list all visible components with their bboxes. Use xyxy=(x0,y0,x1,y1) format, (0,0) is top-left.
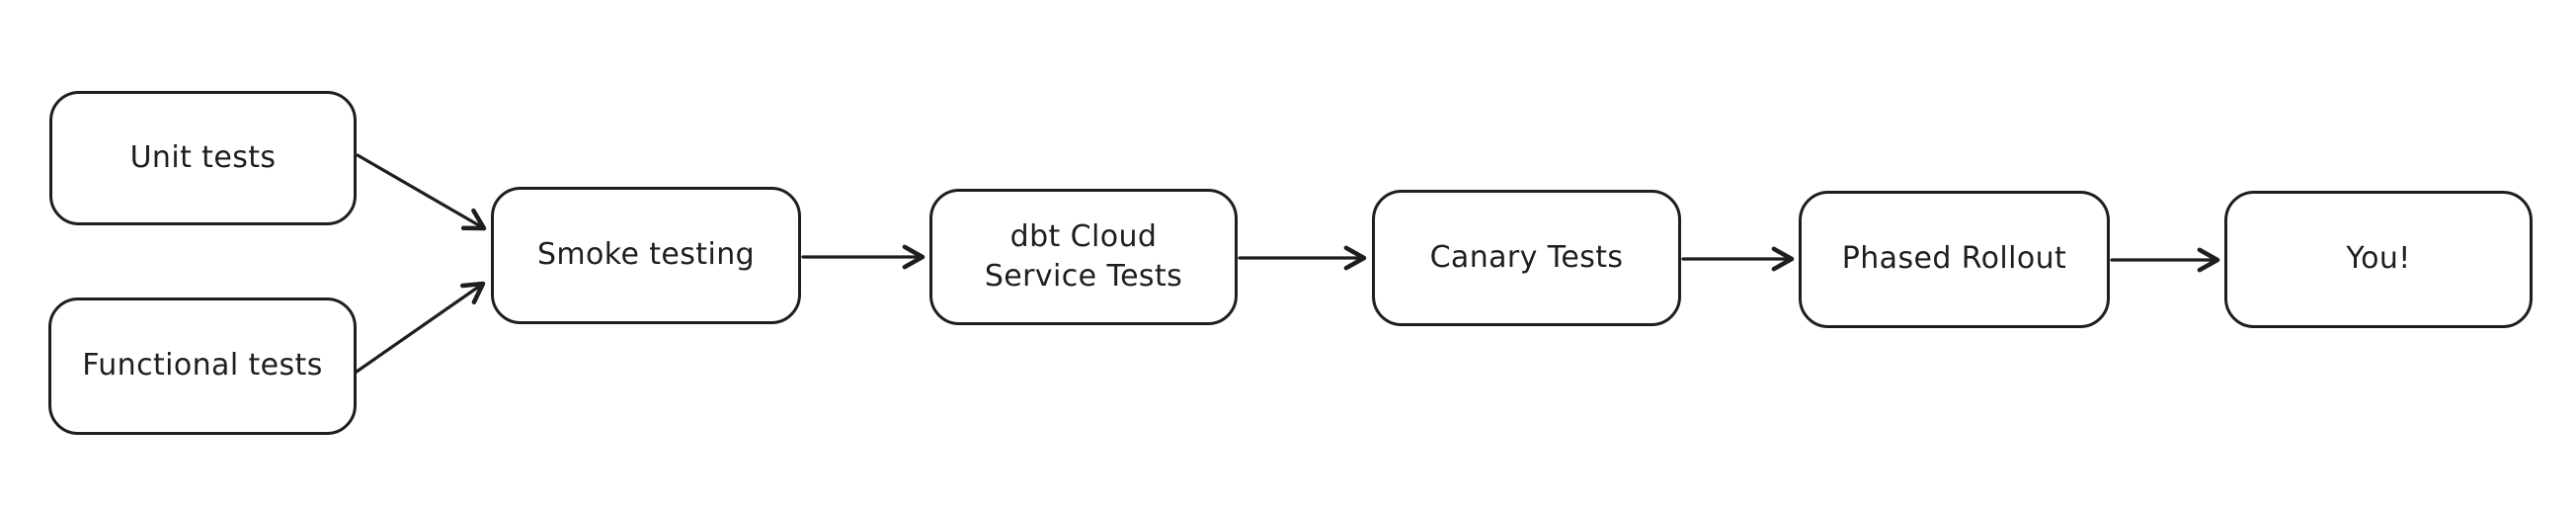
node-dbt-cloud-service-tests: dbt Cloud Service Tests xyxy=(929,189,1238,325)
edge-unit-tests-to-smoke-testing xyxy=(356,153,487,231)
node-you-label: You! xyxy=(2346,241,2411,277)
node-phased-rollout-label: Phased Rollout xyxy=(1841,241,2067,277)
edge-functional-tests-to-smoke-testing xyxy=(355,281,486,374)
node-you: You! xyxy=(2224,191,2533,328)
node-canary-tests: Canary Tests xyxy=(1372,190,1681,326)
node-canary-tests-label: Canary Tests xyxy=(1429,239,1624,275)
node-dbt-cloud-service-tests-label: dbt Cloud Service Tests xyxy=(984,218,1183,295)
node-unit-tests: Unit tests xyxy=(49,91,357,225)
node-smoke-testing-label: Smoke testing xyxy=(536,237,756,273)
node-functional-tests: Functional tests xyxy=(48,298,357,435)
node-smoke-testing: Smoke testing xyxy=(491,187,801,324)
node-functional-tests-label: Functional tests xyxy=(82,348,323,383)
node-unit-tests-label: Unit tests xyxy=(129,139,277,175)
node-phased-rollout: Phased Rollout xyxy=(1799,191,2110,328)
